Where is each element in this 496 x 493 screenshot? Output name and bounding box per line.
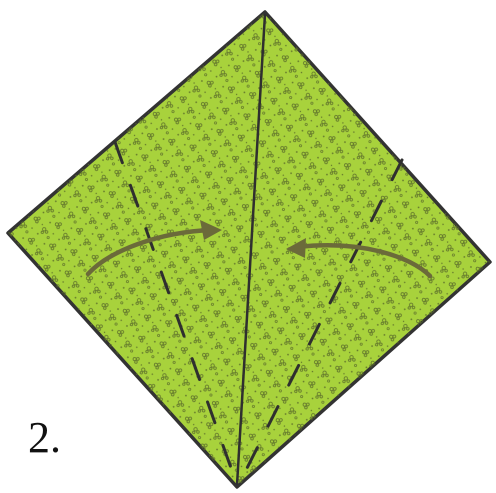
- step-number: 2.: [28, 416, 61, 460]
- paper-texture: [8, 12, 490, 487]
